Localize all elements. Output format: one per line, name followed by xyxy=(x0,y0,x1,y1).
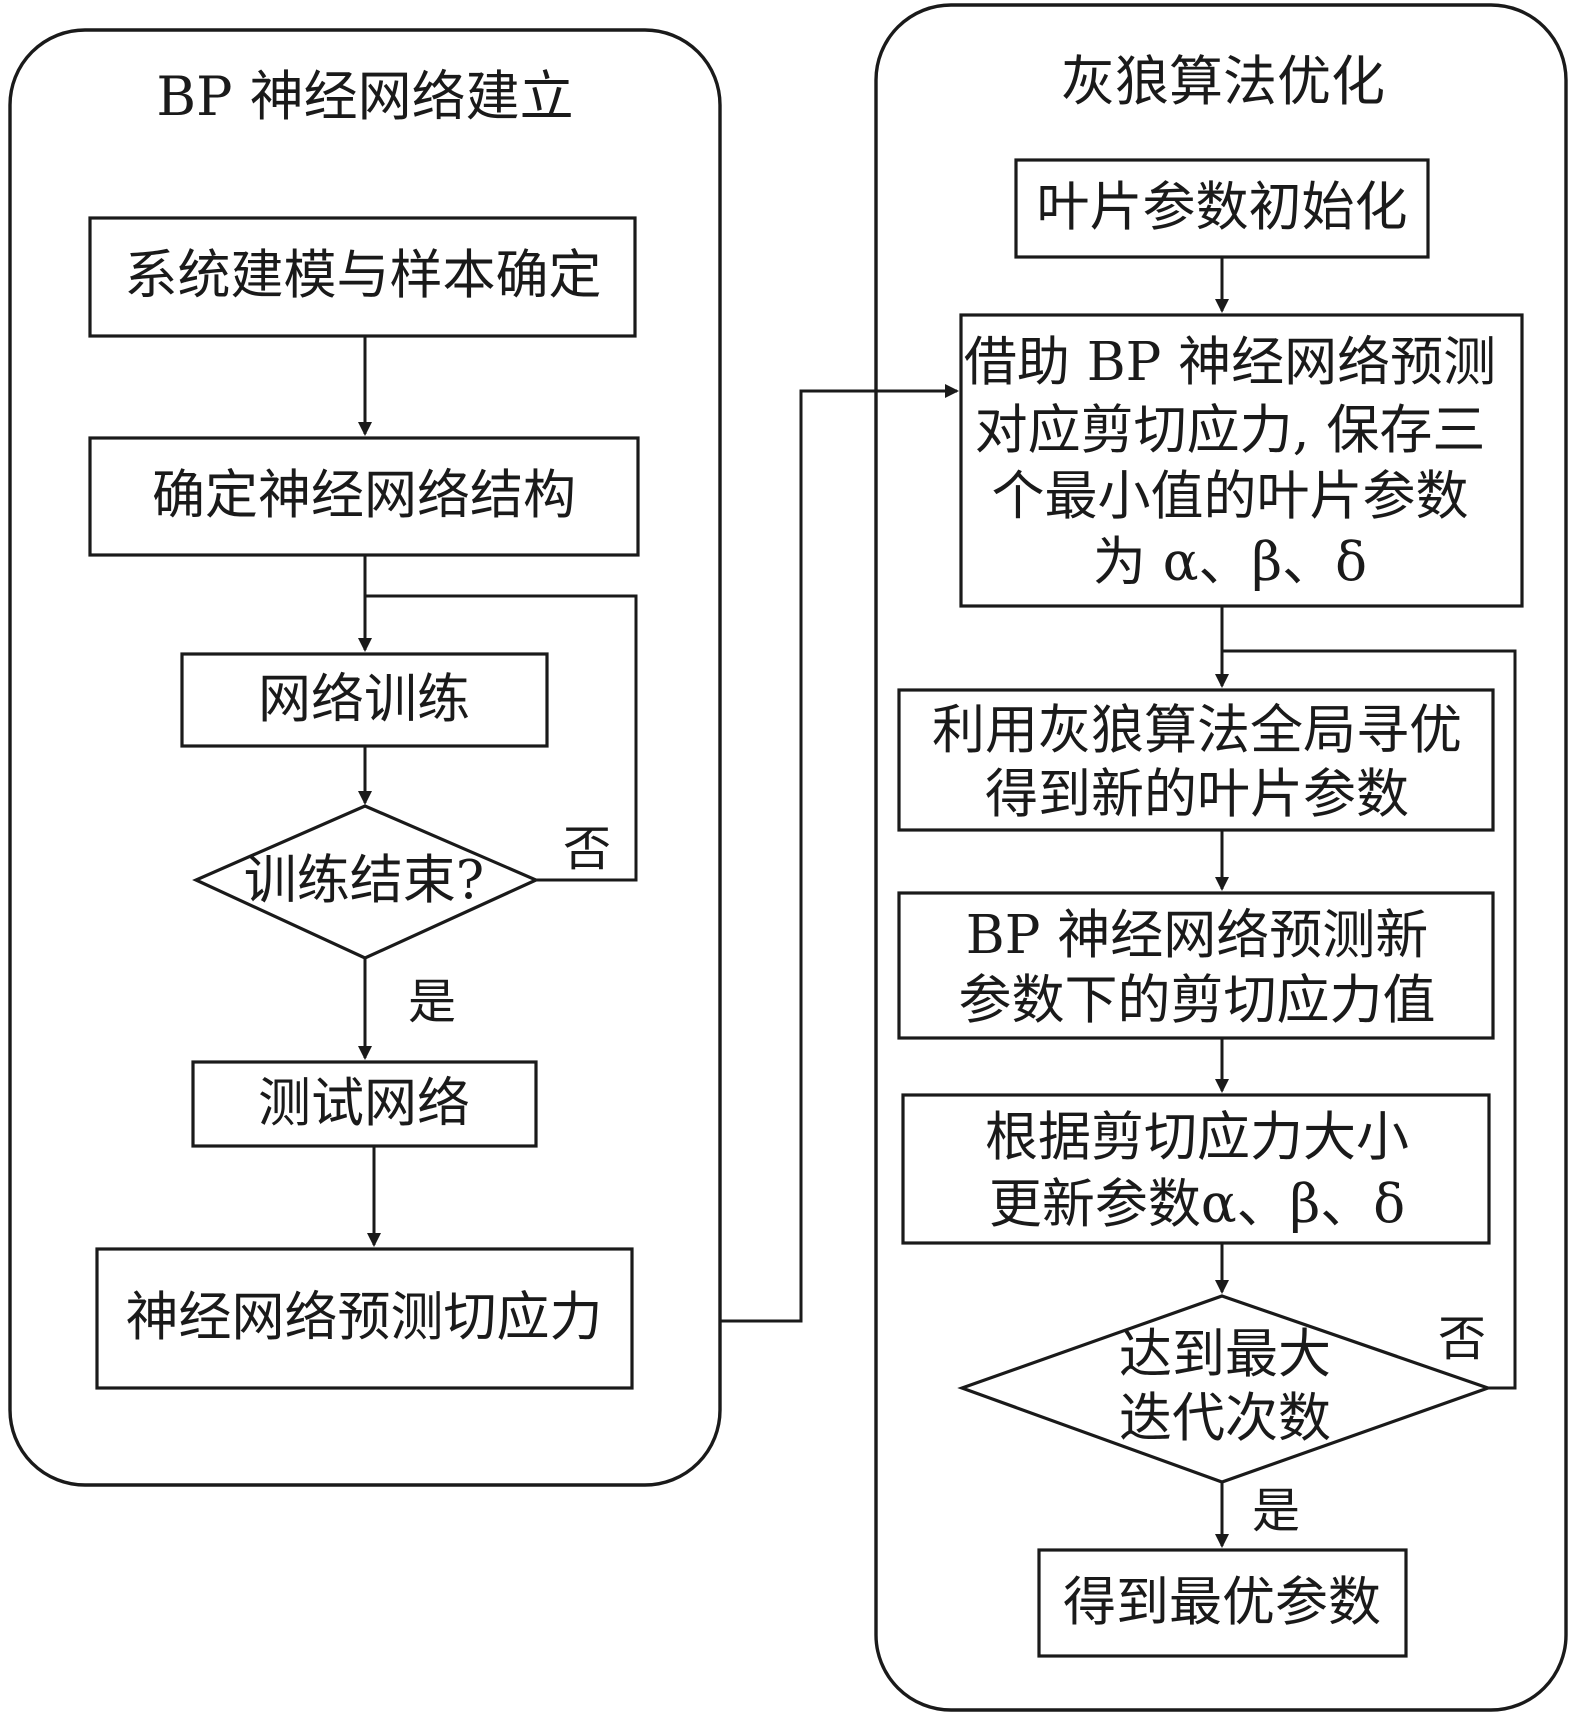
right-step-predict-line4: 为 α、β、δ xyxy=(1093,532,1367,593)
left-step-training-label: 网络训练 xyxy=(258,669,470,730)
left-panel-frame xyxy=(8,28,722,1487)
right-step-init-label: 叶片参数初始化 xyxy=(1037,177,1408,238)
left-step-training-box xyxy=(180,652,549,748)
left-step-test-label: 测试网络 xyxy=(258,1073,470,1134)
arrow-left-to-right-panel xyxy=(720,384,959,1323)
right-result-label: 得到最优参数 xyxy=(1063,1572,1381,1633)
right-step-newpredict-box xyxy=(897,891,1495,1040)
left-yes-label: 是 xyxy=(408,974,456,1030)
left-step-modeling-box xyxy=(88,216,637,338)
right-step-predict-line2: 对应剪切应力, 保存三 xyxy=(975,400,1486,461)
right-step-search-line2: 得到新的叶片参数 xyxy=(985,764,1409,825)
right-decision-line2: 迭代次数 xyxy=(1119,1388,1331,1449)
left-step-structure-box xyxy=(88,436,640,557)
left-no-label: 否 xyxy=(563,821,611,877)
right-step-update-box xyxy=(901,1093,1491,1245)
right-result-box xyxy=(1037,1548,1408,1658)
left-step-test-box xyxy=(191,1060,538,1148)
right-step-newpredict-line1: BP 神经网络预测新 xyxy=(966,905,1428,966)
left-decision-label: 训练结束? xyxy=(244,850,484,911)
right-step-newpredict-line2: 参数下的剪切应力值 xyxy=(959,970,1436,1031)
left-step-structure-label: 确定神经网络结构 xyxy=(152,465,576,526)
right-decision-line1: 达到最大 xyxy=(1119,1324,1331,1385)
right-step-init-box xyxy=(1014,158,1430,259)
left-loop-back-line xyxy=(365,594,638,882)
right-yes-label: 是 xyxy=(1252,1483,1300,1539)
right-step-predict-line3: 个最小值的叶片参数 xyxy=(992,466,1469,527)
right-step-predict-line1: 借助 BP 神经网络预测 xyxy=(964,332,1496,393)
left-step-predict-label: 神经网络预测切应力 xyxy=(126,1287,603,1348)
right-step-search-box xyxy=(897,688,1495,832)
right-step-update-line2: 更新参数α、β、δ xyxy=(989,1174,1405,1235)
left-step-predict-box xyxy=(95,1247,634,1390)
left-panel-title: BP 神经网络建立 xyxy=(156,65,573,128)
right-no-label: 否 xyxy=(1438,1311,1486,1367)
right-loop-back-line xyxy=(1222,649,1517,1390)
right-step-update-line1: 根据剪切应力大小 xyxy=(985,1107,1409,1168)
right-panel-title: 灰狼算法优化 xyxy=(1061,50,1385,113)
right-step-predict-box xyxy=(959,313,1524,608)
right-step-search-line1: 利用灰狼算法全局寻优 xyxy=(932,700,1462,761)
right-panel-frame xyxy=(874,3,1568,1712)
left-step-modeling-label: 系统建模与样本确定 xyxy=(125,245,602,306)
